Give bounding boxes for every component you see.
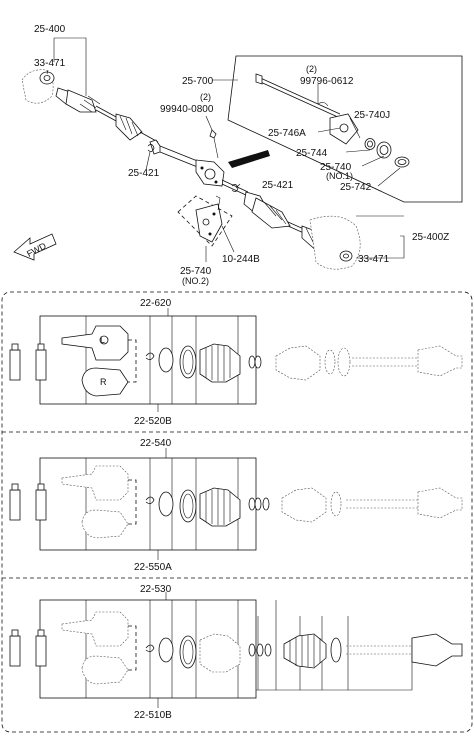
label-25-400z: 25-400Z	[412, 232, 449, 243]
cv-letter-left: L	[100, 335, 105, 345]
label-99796-0612: 99796-0612	[300, 76, 354, 87]
panel-3-top-label: 22-530	[140, 584, 172, 595]
label-25-740-no1: 25-740	[320, 162, 352, 173]
label-25-700: 25-700	[182, 76, 214, 87]
kit-panel-2: 22-540 22-550A	[9, 438, 463, 573]
label-25-742: 25-742	[340, 182, 372, 193]
label-25-421-b: 25-421	[262, 180, 294, 191]
inset-pointer	[228, 150, 270, 168]
label-33-471-b: 33-471	[358, 254, 390, 265]
panel-2-top-label: 22-540	[140, 438, 172, 449]
clip-25-421-b	[231, 184, 239, 192]
inset-25-700	[227, 55, 463, 203]
label-99940-qty: (2)	[200, 92, 211, 102]
panel-1-top-label: 22-620	[140, 298, 172, 309]
kit-panels: L R 22-620 22-520B	[1, 291, 473, 733]
label-99796-qty: (2)	[306, 64, 317, 74]
center-shaft	[149, 129, 249, 197]
label-no2: (NO.2)	[182, 276, 209, 286]
right-drive-shaft	[243, 191, 361, 270]
label-99940-0800: 99940-0800	[160, 104, 214, 115]
fwd-arrow	[13, 233, 57, 261]
panel-2-bottom-label: 22-550A	[134, 562, 172, 573]
label-25-400: 25-400	[34, 24, 66, 35]
bracket-no2	[177, 195, 233, 247]
label-no1: (NO.1)	[326, 171, 353, 181]
label-10-244b: 10-244B	[222, 254, 260, 265]
label-25-740-no2: 25-740	[180, 266, 212, 277]
label-25-740j: 25-740J	[354, 110, 390, 121]
panel-3-bottom-label: 22-510B	[134, 710, 172, 721]
clip-25-421-a	[147, 144, 155, 152]
label-25-746a: 25-746A	[268, 128, 306, 139]
panel-1-bottom-label: 22-520B	[134, 416, 172, 427]
kit-panel-1: L R 22-620 22-520B	[9, 298, 463, 427]
label-25-421-a: 25-421	[128, 168, 160, 179]
cv-letter-right: R	[100, 377, 107, 387]
label-33-471-a: 33-471	[34, 58, 66, 69]
top-leaders	[46, 37, 405, 262]
label-25-744: 25-744	[296, 148, 328, 159]
panels-outline	[1, 291, 473, 733]
left-drive-shaft	[21, 69, 159, 143]
top-assembly: 25-400 33-471 25-700 (2) 99796-0612 (2) …	[13, 24, 463, 286]
kit-panel-3: 22-530 22-510B	[9, 584, 463, 721]
